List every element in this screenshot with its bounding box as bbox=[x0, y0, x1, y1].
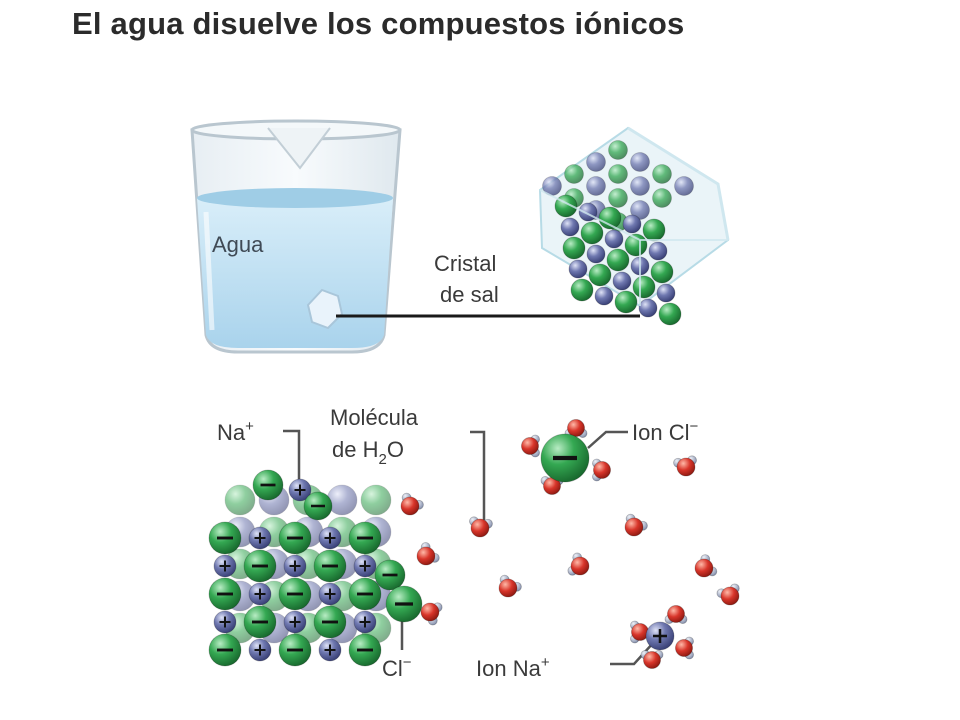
sodium-ion bbox=[630, 176, 650, 196]
water-molecule bbox=[640, 650, 664, 669]
oxygen-atom bbox=[470, 518, 490, 538]
chloride-ion bbox=[658, 302, 682, 326]
water-molecule bbox=[592, 458, 611, 482]
oxygen-atom bbox=[567, 419, 585, 437]
chloride-ion bbox=[580, 221, 604, 245]
water-molecule bbox=[498, 574, 522, 598]
water-label: Agua bbox=[212, 232, 264, 257]
na-label: Na+ bbox=[217, 418, 254, 445]
chloride-ion bbox=[588, 263, 612, 287]
water-molecule bbox=[420, 602, 443, 626]
chloride-ion bbox=[652, 164, 672, 184]
sodium-ion bbox=[568, 259, 588, 279]
dissolving-crystal bbox=[306, 288, 344, 330]
sodium-ion bbox=[612, 271, 632, 291]
molecule-label-line2: de H2O bbox=[332, 437, 404, 468]
crystal-label-line2: de sal bbox=[440, 282, 499, 307]
oxygen-atom bbox=[675, 639, 693, 657]
ion-na-leader-line bbox=[610, 641, 655, 666]
water-molecule bbox=[630, 620, 649, 644]
sodium-ion bbox=[578, 202, 598, 222]
water-molecule bbox=[521, 434, 540, 458]
ion-na-label: Ion Na+ bbox=[476, 654, 550, 681]
sodium-ion bbox=[622, 214, 642, 234]
oxygen-atom bbox=[420, 602, 440, 622]
ion-cl-leader-line bbox=[587, 430, 628, 449]
sodium-ion bbox=[586, 152, 606, 172]
sodium-ion bbox=[656, 283, 676, 303]
oxygen-atom bbox=[643, 651, 661, 669]
sodium-ion bbox=[604, 229, 624, 249]
water-molecule bbox=[416, 542, 440, 566]
oxygen-atom bbox=[667, 605, 685, 623]
chloride-ion bbox=[360, 484, 392, 516]
water-molecule bbox=[694, 554, 718, 578]
chloride-ion bbox=[614, 290, 638, 314]
sodium-ion bbox=[560, 217, 580, 237]
chloride-ion bbox=[598, 206, 622, 230]
water-molecule bbox=[400, 492, 424, 516]
sodium-ion bbox=[630, 152, 650, 172]
free-water-molecules bbox=[469, 455, 740, 606]
chloride-ion bbox=[632, 275, 656, 299]
chloride-ion bbox=[652, 188, 672, 208]
chloride-ion bbox=[224, 484, 256, 516]
page-title: El agua disuelve los compuestos iónicos bbox=[72, 6, 685, 41]
water-molecule bbox=[567, 552, 590, 576]
oxygen-atom bbox=[676, 457, 696, 477]
hydrated-ions bbox=[521, 419, 694, 669]
cl-label: Cl− bbox=[382, 654, 412, 681]
oxygen-atom bbox=[720, 586, 740, 606]
chloride-ion bbox=[606, 248, 630, 272]
crystal-label-line1: Cristal bbox=[434, 251, 496, 276]
ion-cl-label: Ion Cl− bbox=[632, 418, 698, 445]
oxygen-atom bbox=[624, 517, 644, 537]
oxygen-atom bbox=[521, 437, 539, 455]
chloride-ion bbox=[650, 260, 674, 284]
oxygen-atom bbox=[416, 546, 436, 566]
oxygen-atom bbox=[694, 558, 714, 578]
molecule-leader-line bbox=[470, 430, 486, 520]
oxygen-atom bbox=[498, 578, 518, 598]
water-molecule bbox=[664, 605, 688, 624]
oxygen-atom bbox=[593, 461, 611, 479]
water-molecule bbox=[716, 583, 740, 606]
na-leader-line bbox=[283, 429, 301, 488]
sodium-ion bbox=[630, 200, 650, 220]
chloride-ion bbox=[608, 140, 628, 160]
sodium-ion bbox=[586, 176, 606, 196]
sodium-ion bbox=[674, 176, 694, 196]
oxygen-atom bbox=[400, 496, 420, 516]
chloride-ion bbox=[562, 236, 586, 260]
beaker bbox=[190, 119, 402, 354]
water-molecule bbox=[469, 516, 493, 538]
sodium-ion bbox=[648, 241, 668, 261]
water-molecule bbox=[673, 455, 697, 477]
salt-crystal-cube bbox=[538, 126, 730, 326]
water-molecule bbox=[624, 513, 648, 537]
molecule-label-line1: Molécula bbox=[330, 405, 419, 430]
sodium-ion bbox=[638, 298, 658, 318]
chloride-ion bbox=[642, 218, 666, 242]
sodium-ion bbox=[586, 244, 606, 264]
oxygen-atom bbox=[570, 556, 590, 576]
water-molecule bbox=[675, 636, 694, 660]
water-body bbox=[197, 198, 393, 348]
sodium-ion bbox=[594, 286, 614, 306]
ionic-lattice bbox=[208, 469, 443, 667]
chloride-ion bbox=[570, 278, 594, 302]
chloride-ion bbox=[564, 164, 584, 184]
chloride-ion bbox=[608, 188, 628, 208]
chloride-ion bbox=[608, 164, 628, 184]
